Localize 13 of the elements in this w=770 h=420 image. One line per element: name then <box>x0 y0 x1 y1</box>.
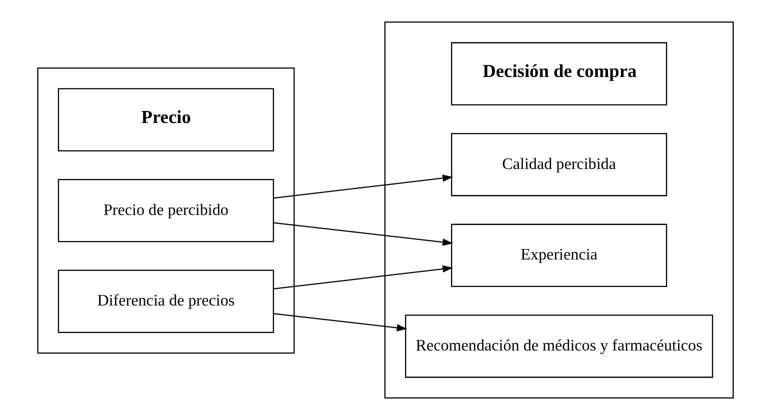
cluster <box>384 22 734 398</box>
node-box: Recomendación de médicos y farmacéuticos <box>404 314 713 378</box>
node-box: Precio <box>57 88 274 152</box>
node-box: Diferencia de precios <box>57 270 274 333</box>
node-box: Precio de percibido <box>57 178 274 242</box>
arrow <box>273 222 452 246</box>
node-box: Decisión de compra <box>450 42 667 106</box>
arrow <box>273 313 407 332</box>
node-box: Calidad percibida <box>450 132 667 196</box>
arrow <box>273 265 452 290</box>
arrow <box>273 174 452 199</box>
node-box: Experiencia <box>450 224 667 288</box>
cluster <box>36 67 294 354</box>
